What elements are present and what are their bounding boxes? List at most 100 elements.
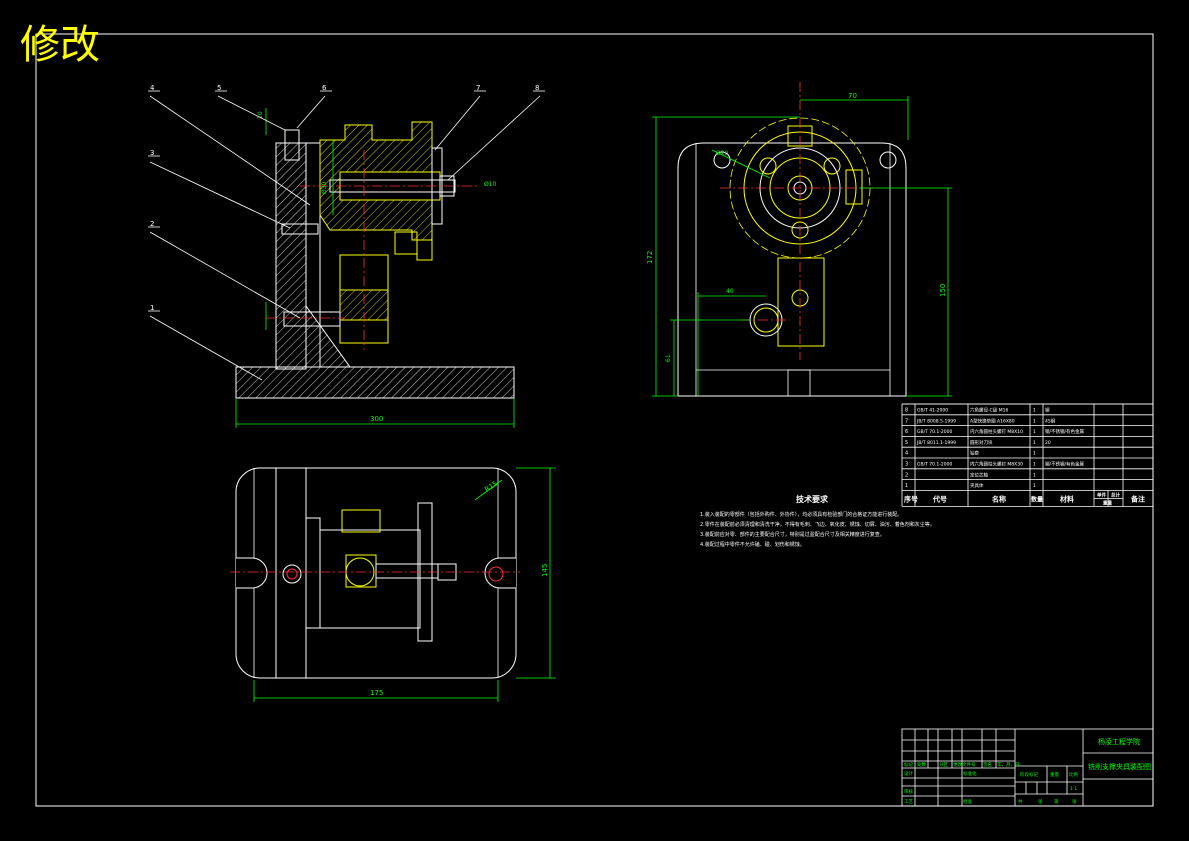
- tb-review: 审核: [904, 788, 913, 795]
- front-rib: [305, 304, 351, 368]
- bom-name: 六角螺母-C级 M16: [970, 407, 1008, 414]
- tb-zone: 分区: [939, 761, 948, 768]
- top-radius-label: R15: [483, 479, 499, 493]
- bom-head-qty: 数量: [1031, 495, 1043, 503]
- bom-name: 圆形对刀块: [970, 439, 993, 446]
- bom-name: 钻套: [970, 450, 979, 457]
- side-hole-right: [879, 151, 897, 169]
- title-block: [901, 728, 1154, 807]
- tb-design: 设计: [904, 770, 913, 777]
- tb-approve: 批准: [963, 798, 972, 805]
- bom-qty: 1: [1033, 408, 1036, 414]
- top-radius-leader: [474, 479, 503, 501]
- school-name: 杨凌工程学院: [1098, 737, 1140, 746]
- side-right-label: 150: [939, 284, 947, 297]
- top-width-label: 175: [370, 689, 383, 697]
- leader-label-2: 2: [150, 220, 154, 228]
- bom-head-code: 代号: [932, 494, 947, 503]
- side-keyway: [787, 369, 811, 397]
- bom-qty: 1: [1033, 429, 1036, 435]
- tb-mark: 标记: [904, 761, 913, 768]
- side-dia-label: Ø20: [716, 150, 729, 157]
- tb-sheets-unit: 张: [1038, 798, 1043, 805]
- tb-change: 更改文件号: [953, 761, 976, 768]
- top-height-label: 145: [541, 564, 549, 577]
- bom-material: 45钢: [1045, 417, 1056, 424]
- bom-qty: 1: [1033, 483, 1036, 489]
- tech-item-3: 3.装配前应对零、部件的主要配合尺寸，特别是过盈配合尺寸及相关精度进行复查。: [700, 531, 885, 538]
- bom-no: 7: [905, 418, 908, 424]
- bom-qty: 1: [1033, 418, 1036, 424]
- tb-weight: 重量: [1050, 771, 1059, 778]
- side-dia-leader: [711, 149, 771, 179]
- top-slot-left: [236, 557, 268, 589]
- bom-material: 20: [1045, 440, 1051, 446]
- bom-no: 8: [905, 408, 908, 414]
- bom-head-note: 备注: [1130, 494, 1145, 503]
- tb-sign: 签名: [983, 761, 992, 768]
- side-hole-y-label: 61: [665, 354, 672, 362]
- bom-code: GB/T 70.1-2000: [917, 462, 953, 468]
- front-width-label: 300: [370, 415, 383, 423]
- leader-label-5: 5: [217, 84, 221, 92]
- top-column-face: [305, 517, 321, 629]
- bom-head-name: 名称: [992, 494, 1006, 503]
- top-slot-right: [484, 557, 516, 589]
- bom-qty: 1: [1033, 451, 1036, 457]
- side-top-label: 70: [848, 92, 857, 100]
- side-shaft: [777, 257, 825, 347]
- leader-label-4: 4: [150, 84, 155, 92]
- front-base: [235, 366, 515, 399]
- leader-label-8: 8: [535, 84, 539, 92]
- top-column: [275, 467, 307, 679]
- top-mandrel: [375, 563, 439, 579]
- side-height-label: 172: [646, 251, 654, 264]
- tb-process: 工艺: [904, 799, 913, 805]
- front-pin-low: [283, 311, 341, 327]
- bom-material: 钢/不锈钢/有色金属: [1045, 461, 1085, 468]
- revision-stamp: 修改: [20, 22, 100, 68]
- tech-requirements: 技术要求 1.装入装配的零部件（包括外购件、外协件），均必须具有检验部门的合格证…: [700, 494, 935, 548]
- bom-no: 1: [905, 483, 908, 489]
- side-lug-right: [845, 169, 863, 205]
- front-dim-mid-label: Ø30: [321, 181, 328, 194]
- tech-item-4: 4.装配过程中零件不允许磕、碰、划伤和锈蚀。: [700, 541, 805, 548]
- leader-label-3: 3: [150, 149, 154, 157]
- front-view: 300 Ø30 10 Ø10 4 5 6 7: [148, 84, 545, 428]
- side-bolt-hole-1: [759, 157, 777, 175]
- bom-qty: 1: [1033, 472, 1036, 478]
- front-screw-top: [284, 129, 300, 161]
- bom-material: 钢/不锈钢/有色金属: [1045, 428, 1085, 435]
- bom-no: 3: [905, 462, 908, 468]
- front-dim-top-label: 10: [257, 111, 264, 119]
- drawing-name: 铣削支撑夹具装配图: [1088, 762, 1151, 771]
- front-lug-2: [416, 239, 433, 261]
- tb-count: 处数: [917, 761, 926, 768]
- tech-item-2: 2.零件在装配前必须清理和清洗干净，不得有毛刺、飞边、氧化皮、锈蚀、切屑、油污、…: [700, 521, 935, 528]
- leader-label-7: 7: [476, 84, 480, 92]
- front-column: [275, 142, 307, 370]
- side-hole-left: [713, 151, 731, 169]
- top-screw: [282, 564, 302, 584]
- bom-name: A型快换垫圈 A16X80: [970, 417, 1015, 424]
- tb-sheet-no: 第: [1054, 798, 1059, 805]
- side-view: 70 172 150 40 61 Ø20: [646, 82, 952, 397]
- tb-sheet-unit: 张: [1072, 798, 1077, 805]
- top-view: 175 145 R15: [230, 467, 556, 702]
- bom-name: 夹具体: [970, 482, 984, 489]
- tb-scale: 比例: [1069, 771, 1078, 778]
- side-hole-x-label: 40: [726, 288, 734, 295]
- bom-material: 钢: [1045, 407, 1050, 414]
- bom-code: GB/T 70.1-2000: [917, 429, 953, 435]
- front-dim-low-label: Ø10: [484, 181, 497, 188]
- side-body: [677, 142, 907, 397]
- bom-no: 6: [905, 429, 908, 435]
- bom-name: 内六角圆柱头螺钉 M8X30: [970, 461, 1023, 468]
- bom-head-no: 序号: [903, 494, 918, 503]
- bom-code: GB/T 41-2000: [917, 408, 948, 414]
- tech-item-1: 1.装入装配的零部件（包括外购件、外协件），均必须具有检验部门的合格证方能进行装…: [700, 511, 902, 518]
- bom-name: 定位芯轴: [970, 471, 988, 478]
- front-mandrel: [329, 179, 456, 193]
